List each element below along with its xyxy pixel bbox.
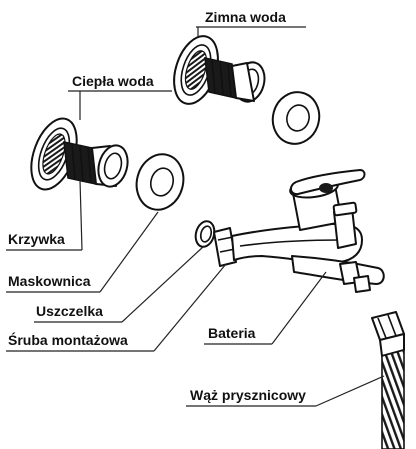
label-maskownica: Maskownica [6,212,158,292]
faucet-mixer [214,170,384,292]
cold-water-eccentric-fitting [166,31,269,110]
cold-water-escutcheon [267,87,325,149]
label-bateria: Bateria [204,272,326,344]
label-sruba-montazowa-text: Śruba montażowa [8,331,128,348]
label-krzywka: Krzywka [6,180,82,250]
shower-hose [372,312,404,449]
label-bateria-text: Bateria [208,325,256,341]
label-maskownica-text: Maskownica [8,273,91,289]
label-waz-prysznicowy: Wąż prysznicowy [186,376,384,406]
label-ciepla-woda: Ciepła woda [68,73,172,120]
hot-water-escutcheon [131,149,190,215]
label-krzywka-text: Krzywka [8,231,65,247]
label-zimna-woda-text: Zimna woda [205,9,286,25]
label-waz-prysznicowy-text: Wąż prysznicowy [190,387,306,403]
label-zimna-woda: Zimna woda [196,9,306,38]
label-ciepla-woda-text: Ciepła woda [72,73,154,89]
label-uszczelka-text: Uszczelka [36,303,103,319]
hot-water-eccentric-fitting [23,112,132,195]
